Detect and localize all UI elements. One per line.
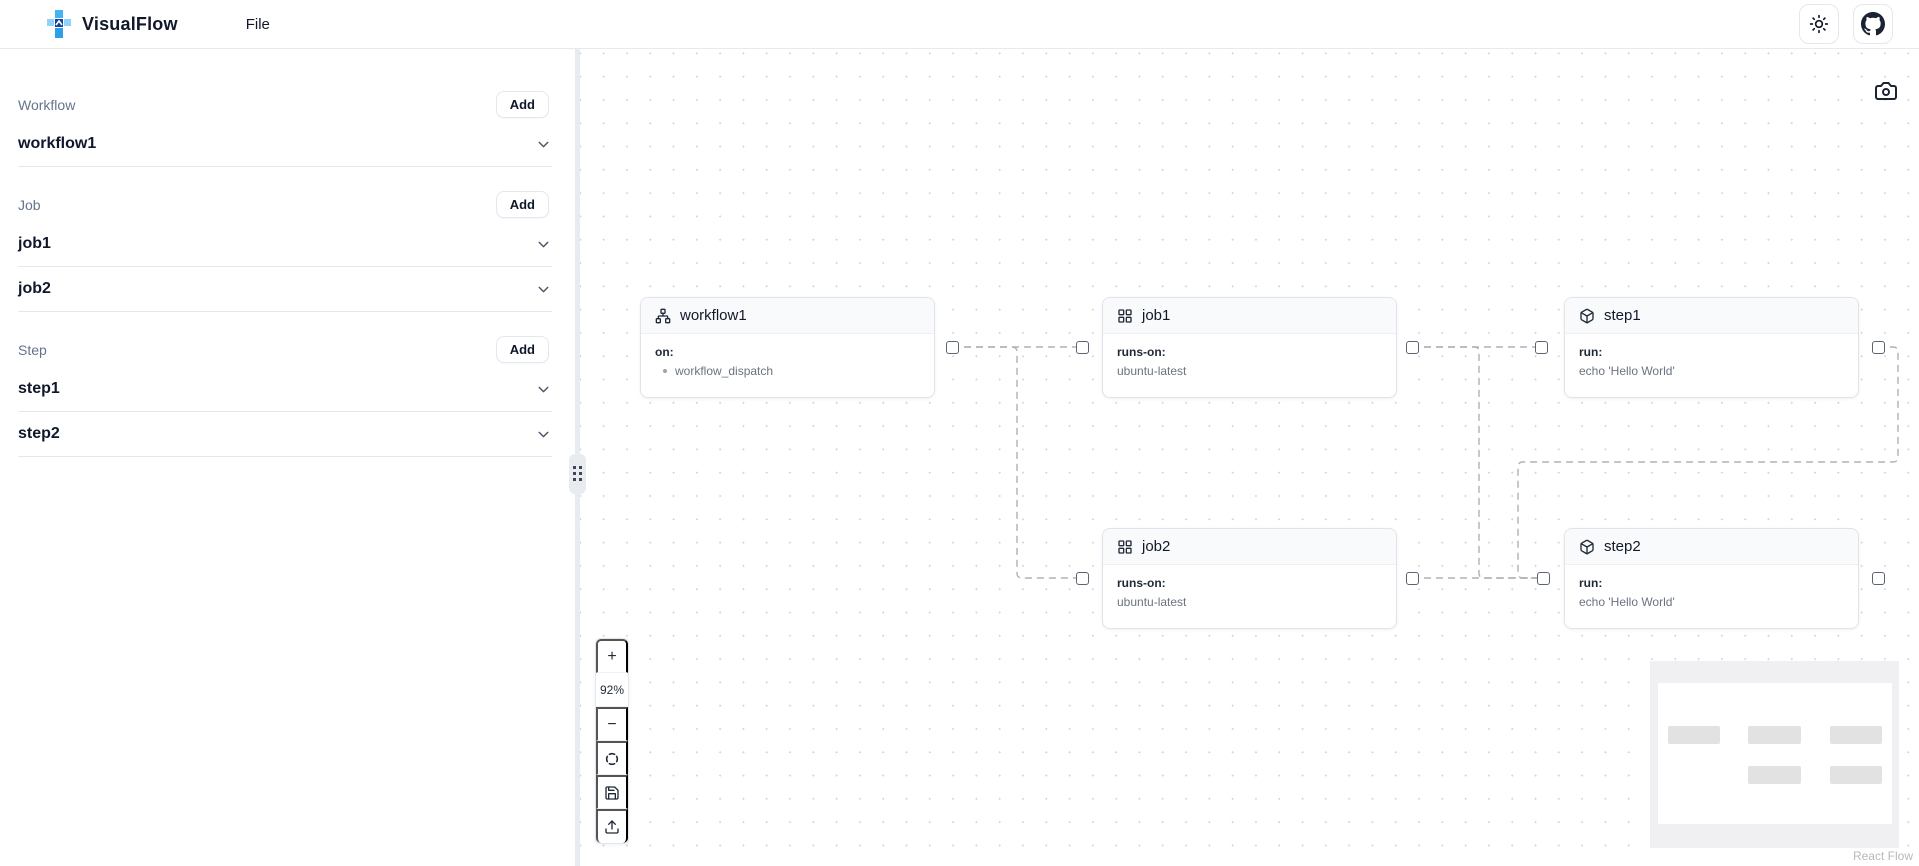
- node-field-value: workflow_dispatch: [675, 364, 774, 378]
- node-field-label: on:: [655, 345, 674, 359]
- chevron-down-icon: [535, 136, 552, 153]
- step-section-header: Step Add: [18, 312, 549, 363]
- handle-step1-source[interactable]: [1871, 340, 1885, 354]
- sun-icon: [1809, 14, 1829, 34]
- node-field-label: run:: [1579, 345, 1603, 359]
- grid-icon: [1117, 539, 1133, 555]
- upload-button[interactable]: [596, 809, 628, 843]
- flow-minimap[interactable]: [1650, 661, 1899, 848]
- network-icon: [655, 308, 671, 324]
- node-title: job2: [1142, 538, 1171, 555]
- sidebar: Workflow Add workflow1 Job Add job1 job2: [0, 49, 575, 866]
- job-section-header: Job Add: [18, 167, 549, 218]
- screenshot-button[interactable]: [1866, 71, 1906, 111]
- app-title: VisualFlow: [82, 13, 178, 34]
- edge-job1-step2: [1412, 346, 1543, 579]
- minimap-viewport[interactable]: [1658, 683, 1892, 824]
- react-flow-attribution: React Flow: [1852, 849, 1913, 863]
- node-title: job1: [1142, 307, 1171, 324]
- package-icon: [1579, 539, 1595, 555]
- sidebar-item-workflow1[interactable]: workflow1: [18, 122, 552, 167]
- node-field-value: echo 'Hello World': [1579, 364, 1675, 378]
- node-workflow1[interactable]: workflow1 on: workflow_dispatch: [640, 297, 935, 398]
- flow-canvas-pane[interactable]: workflow1 on: workflow_dispatch job1: [580, 49, 1919, 866]
- flow-controls: + 92% −: [595, 638, 629, 844]
- edge-workflow1-job2: [952, 346, 1082, 579]
- minimap-node-job2: [1748, 766, 1801, 784]
- fit-view-button[interactable]: [596, 741, 628, 775]
- github-link-button[interactable]: [1853, 4, 1893, 44]
- minimap-node-step1: [1830, 726, 1882, 744]
- job2-item-label: job2: [18, 280, 51, 297]
- zoom-in-button[interactable]: +: [596, 639, 628, 673]
- chevron-down-icon: [535, 236, 552, 253]
- sidebar-resize-divider[interactable]: [569, 49, 586, 866]
- node-title: step2: [1604, 538, 1641, 555]
- top-navigation-bar: VisualFlow File: [0, 0, 1919, 49]
- minimap-node-step2: [1830, 766, 1882, 784]
- node-field-label: runs-on:: [1117, 345, 1166, 359]
- package-icon: [1579, 308, 1595, 324]
- flow-edges: [952, 346, 1899, 579]
- brand: VisualFlow: [46, 9, 178, 39]
- add-step-button[interactable]: Add: [495, 336, 549, 363]
- workflow-item-label: workflow1: [18, 135, 97, 152]
- node-field-value: echo 'Hello World': [1579, 595, 1675, 609]
- handle-step2-source[interactable]: [1871, 571, 1885, 585]
- job1-item-label: job1: [18, 235, 51, 252]
- node-job2[interactable]: job2 runs-on: ubuntu-latest: [1102, 528, 1397, 629]
- add-job-button[interactable]: Add: [495, 191, 549, 218]
- sidebar-item-job2[interactable]: job2: [18, 267, 552, 312]
- upload-icon: [605, 820, 619, 834]
- visualflow-logo-icon: [47, 10, 71, 38]
- handle-workflow1-source[interactable]: [945, 340, 959, 354]
- handle-job2-target[interactable]: [1075, 571, 1089, 585]
- step2-item-label: step2: [18, 425, 60, 442]
- workflow-section-header: Workflow Add: [18, 49, 549, 118]
- zoom-out-button[interactable]: −: [596, 707, 628, 741]
- step-section-label: Step: [18, 341, 47, 358]
- save-icon: [605, 785, 619, 800]
- chevron-down-icon: [535, 281, 552, 298]
- save-button[interactable]: [596, 775, 628, 809]
- sidebar-item-step1[interactable]: step1: [18, 367, 552, 412]
- grip-dots-icon: [572, 466, 582, 481]
- handle-step1-target[interactable]: [1534, 340, 1548, 354]
- chevron-down-icon: [535, 381, 552, 398]
- resize-grip-handle[interactable]: [569, 454, 586, 494]
- zoom-level-indicator: 92%: [596, 673, 628, 707]
- sidebar-item-job1[interactable]: job1: [18, 222, 552, 267]
- github-icon: [1861, 12, 1885, 36]
- grid-icon: [1117, 308, 1133, 324]
- minimap-node-job1: [1748, 726, 1801, 744]
- camera-icon: [1875, 82, 1897, 100]
- job-section-label: Job: [18, 196, 41, 213]
- handle-step2-target[interactable]: [1536, 571, 1550, 585]
- add-workflow-button[interactable]: Add: [495, 91, 549, 118]
- handle-job1-target[interactable]: [1075, 340, 1089, 354]
- node-title: workflow1: [680, 307, 747, 324]
- minimap-node-workflow1: [1668, 726, 1720, 744]
- workflow-section-label: Workflow: [18, 96, 76, 113]
- node-field-value: ubuntu-latest: [1117, 364, 1187, 378]
- step1-item-label: step1: [18, 380, 60, 397]
- handle-job2-source[interactable]: [1405, 571, 1419, 585]
- node-field-label: run:: [1579, 576, 1603, 590]
- node-field-label: runs-on:: [1117, 576, 1166, 590]
- node-step1[interactable]: step1 run: echo 'Hello World': [1564, 297, 1859, 398]
- bullet-icon: [663, 369, 667, 373]
- theme-toggle-button[interactable]: [1799, 4, 1839, 44]
- chevron-down-icon: [535, 426, 552, 443]
- node-field-value: ubuntu-latest: [1117, 595, 1187, 609]
- node-job1[interactable]: job1 runs-on: ubuntu-latest: [1102, 297, 1397, 398]
- fit-view-icon: [605, 752, 619, 765]
- node-step2[interactable]: step2 run: echo 'Hello World': [1564, 528, 1859, 629]
- file-menu[interactable]: File: [245, 15, 270, 33]
- node-title: step1: [1604, 307, 1641, 324]
- handle-job1-source[interactable]: [1405, 340, 1419, 354]
- sidebar-item-step2[interactable]: step2: [18, 412, 552, 457]
